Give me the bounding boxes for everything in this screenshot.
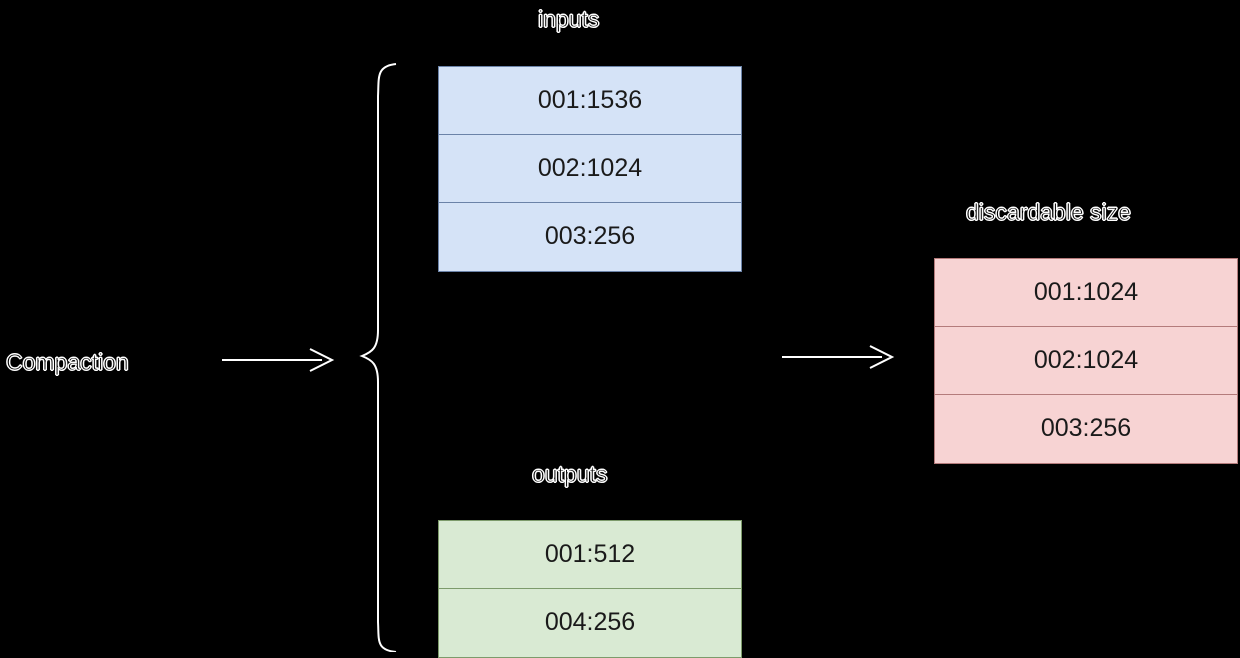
label-outputs: outputs <box>531 461 608 488</box>
table-row: 003:256 <box>935 395 1237 463</box>
table-row: 001:1024 <box>935 259 1237 327</box>
arrow-group-to-discardable <box>782 345 895 369</box>
table-inputs: 001:1536 002:1024 003:256 <box>438 66 742 272</box>
table-row: 004:256 <box>439 589 741 657</box>
arrow-compaction-to-group <box>222 348 335 372</box>
label-compaction: Compaction <box>6 349 130 376</box>
table-row: 001:512 <box>439 521 741 589</box>
table-row: 001:1536 <box>439 67 741 135</box>
table-row: 002:1024 <box>439 135 741 203</box>
table-row: 002:1024 <box>935 327 1237 395</box>
label-discardable-size: discardable size <box>966 199 1132 226</box>
curly-brace-right-icon <box>359 63 397 652</box>
table-discardable-size: 001:1024 002:1024 003:256 <box>934 258 1238 464</box>
table-outputs: 001:512 004:256 <box>438 520 742 658</box>
table-row: 003:256 <box>439 203 741 271</box>
label-inputs: inputs <box>537 6 600 33</box>
